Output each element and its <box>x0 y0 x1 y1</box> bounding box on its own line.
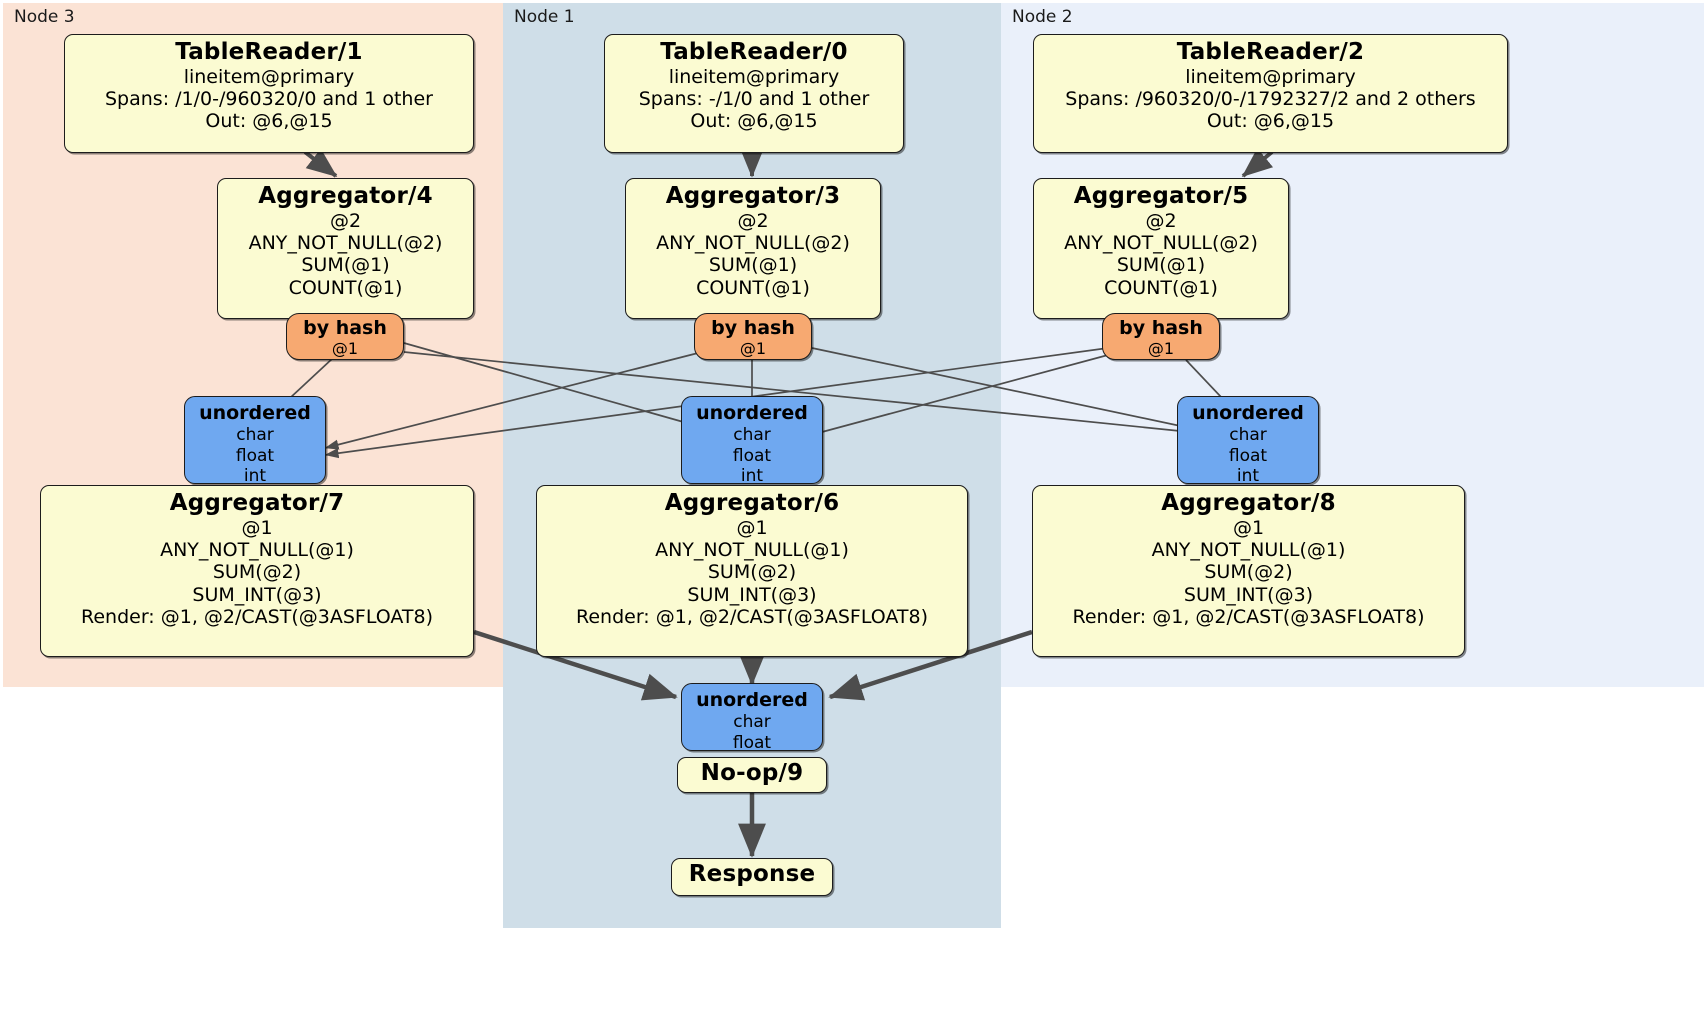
processor-detail-line: ANY_NOT_NULL(@2) <box>248 232 443 255</box>
processor-detail-line: SUM(@1) <box>1116 254 1206 277</box>
processor-detail-line: ANY_NOT_NULL(@1) <box>655 539 849 562</box>
synchronizer-unordered-left[interactable]: unordered char float int <box>184 396 326 487</box>
router-detail-line: @1 <box>739 338 767 358</box>
synchronizer-detail-line: char <box>236 424 274 445</box>
synchronizer-detail-line: float <box>1228 445 1268 466</box>
synchronizer-title: unordered <box>696 402 808 424</box>
synchronizer-detail-line: float <box>732 732 772 753</box>
router-detail-line: @1 <box>1147 338 1175 358</box>
processor-title: TableReader/2 <box>1176 39 1365 65</box>
router-by-hash-center[interactable]: by hash @1 <box>694 313 812 360</box>
node-panel-label-node3: Node 3 <box>14 7 75 27</box>
processor-detail-line: Render: @1, @2/CAST(@3ASFLOAT8) <box>81 606 433 629</box>
processor-detail-line: COUNT(@1) <box>1104 276 1218 299</box>
processor-detail-line: SUM(@2) <box>1204 561 1293 584</box>
processor-title: Aggregator/6 <box>664 490 840 516</box>
processor-detail-line: Out: @6,@15 <box>690 110 818 133</box>
processor-title: Aggregator/8 <box>1161 490 1336 516</box>
processor-detail-line: @1 <box>241 516 273 539</box>
synchronizer-detail-line: int <box>243 466 267 487</box>
processor-detail-line: @1 <box>1232 516 1265 539</box>
processor-title: Aggregator/3 <box>665 183 841 209</box>
processor-detail-line: Render: @1, @2/CAST(@3ASFLOAT8) <box>1072 606 1425 629</box>
processor-aggregator-6[interactable]: Aggregator/6 @1 ANY_NOT_NULL(@1) SUM(@2)… <box>536 485 968 657</box>
processor-detail-line: Spans: /960320/0-/1792327/2 and 2 others <box>1065 88 1476 111</box>
synchronizer-detail-line: float <box>732 445 772 466</box>
synchronizer-detail-line: int <box>740 466 764 487</box>
processor-detail-line: ANY_NOT_NULL(@1) <box>1151 539 1346 562</box>
synchronizer-title: unordered <box>1192 402 1304 424</box>
synchronizer-detail-line: char <box>733 424 771 445</box>
processor-detail-line: ANY_NOT_NULL(@2) <box>656 232 850 255</box>
node-panel-label-node1: Node 1 <box>514 7 575 27</box>
synchronizer-unordered-right[interactable]: unordered char float int <box>1177 396 1319 487</box>
processor-detail-line: SUM(@1) <box>708 254 798 277</box>
processor-detail-line: @1 <box>736 516 768 539</box>
processor-tablereader-1[interactable]: TableReader/1 lineitem@primary Spans: /1… <box>64 34 474 153</box>
synchronizer-detail-line: char <box>1229 424 1267 445</box>
processor-response[interactable]: Response <box>671 858 833 896</box>
processor-title: TableReader/0 <box>660 39 848 65</box>
processor-tablereader-0[interactable]: TableReader/0 lineitem@primary Spans: -/… <box>604 34 904 153</box>
synchronizer-title: unordered <box>199 402 311 424</box>
processor-title: No-op/9 <box>700 760 804 786</box>
processor-title: Aggregator/4 <box>258 183 433 209</box>
processor-detail-line: SUM(@2) <box>212 561 302 584</box>
processor-aggregator-7[interactable]: Aggregator/7 @1 ANY_NOT_NULL(@1) SUM(@2)… <box>40 485 474 657</box>
processor-detail-line: Out: @6,@15 <box>1206 110 1335 133</box>
processor-detail-line: SUM_INT(@3) <box>1183 583 1314 606</box>
processor-detail-line: lineitem@primary <box>1185 65 1356 88</box>
synchronizer-unordered-center[interactable]: unordered char float int <box>681 396 823 487</box>
router-by-hash-right[interactable]: by hash @1 <box>1102 313 1220 360</box>
processor-detail-line: Spans: /1/0-/960320/0 and 1 other <box>105 88 433 111</box>
processor-detail-line: COUNT(@1) <box>696 276 810 299</box>
processor-detail-line: lineitem@primary <box>183 65 355 88</box>
processor-detail-line: ANY_NOT_NULL(@2) <box>1064 232 1258 255</box>
processor-title: Response <box>688 861 816 887</box>
processor-detail-line: Spans: -/1/0 and 1 other <box>638 88 870 111</box>
processor-detail-line: SUM(@2) <box>707 561 797 584</box>
processor-detail-line: ANY_NOT_NULL(@1) <box>160 539 354 562</box>
router-detail-line: @1 <box>331 338 359 358</box>
synchronizer-detail-line: char <box>733 711 771 732</box>
processor-title: Aggregator/7 <box>169 490 345 516</box>
router-title: by hash <box>1119 317 1203 339</box>
processor-title: Aggregator/5 <box>1073 183 1249 209</box>
node-panel-label-node2: Node 2 <box>1012 7 1073 27</box>
processor-aggregator-5[interactable]: Aggregator/5 @2 ANY_NOT_NULL(@2) SUM(@1)… <box>1033 178 1289 319</box>
processor-aggregator-4[interactable]: Aggregator/4 @2 ANY_NOT_NULL(@2) SUM(@1)… <box>217 178 474 319</box>
processor-detail-line: lineitem@primary <box>668 65 840 88</box>
processor-tablereader-2[interactable]: TableReader/2 lineitem@primary Spans: /9… <box>1033 34 1508 153</box>
processor-detail-line: SUM_INT(@3) <box>192 583 322 606</box>
router-title: by hash <box>711 317 795 339</box>
processor-detail-line: Out: @6,@15 <box>205 110 333 133</box>
processor-detail-line: Render: @1, @2/CAST(@3ASFLOAT8) <box>576 606 928 629</box>
synchronizer-unordered-final[interactable]: unordered char float <box>681 683 823 753</box>
synchronizer-detail-line: int <box>1236 466 1260 487</box>
processor-detail-line: @2 <box>737 209 769 232</box>
processor-detail-line: SUM(@1) <box>301 254 390 277</box>
processor-noop-9[interactable]: No-op/9 <box>677 757 827 793</box>
router-by-hash-left[interactable]: by hash @1 <box>286 313 404 360</box>
processor-title: TableReader/1 <box>175 39 363 65</box>
processor-detail-line: @2 <box>1145 209 1177 232</box>
processor-aggregator-8[interactable]: Aggregator/8 @1 ANY_NOT_NULL(@1) SUM(@2)… <box>1032 485 1465 657</box>
processor-detail-line: SUM_INT(@3) <box>687 583 817 606</box>
processor-aggregator-3[interactable]: Aggregator/3 @2 ANY_NOT_NULL(@2) SUM(@1)… <box>625 178 881 319</box>
processor-detail-line: COUNT(@1) <box>288 276 403 299</box>
router-title: by hash <box>303 317 387 339</box>
synchronizer-title: unordered <box>696 689 808 711</box>
synchronizer-detail-line: float <box>235 445 275 466</box>
processor-detail-line: @2 <box>329 209 362 232</box>
